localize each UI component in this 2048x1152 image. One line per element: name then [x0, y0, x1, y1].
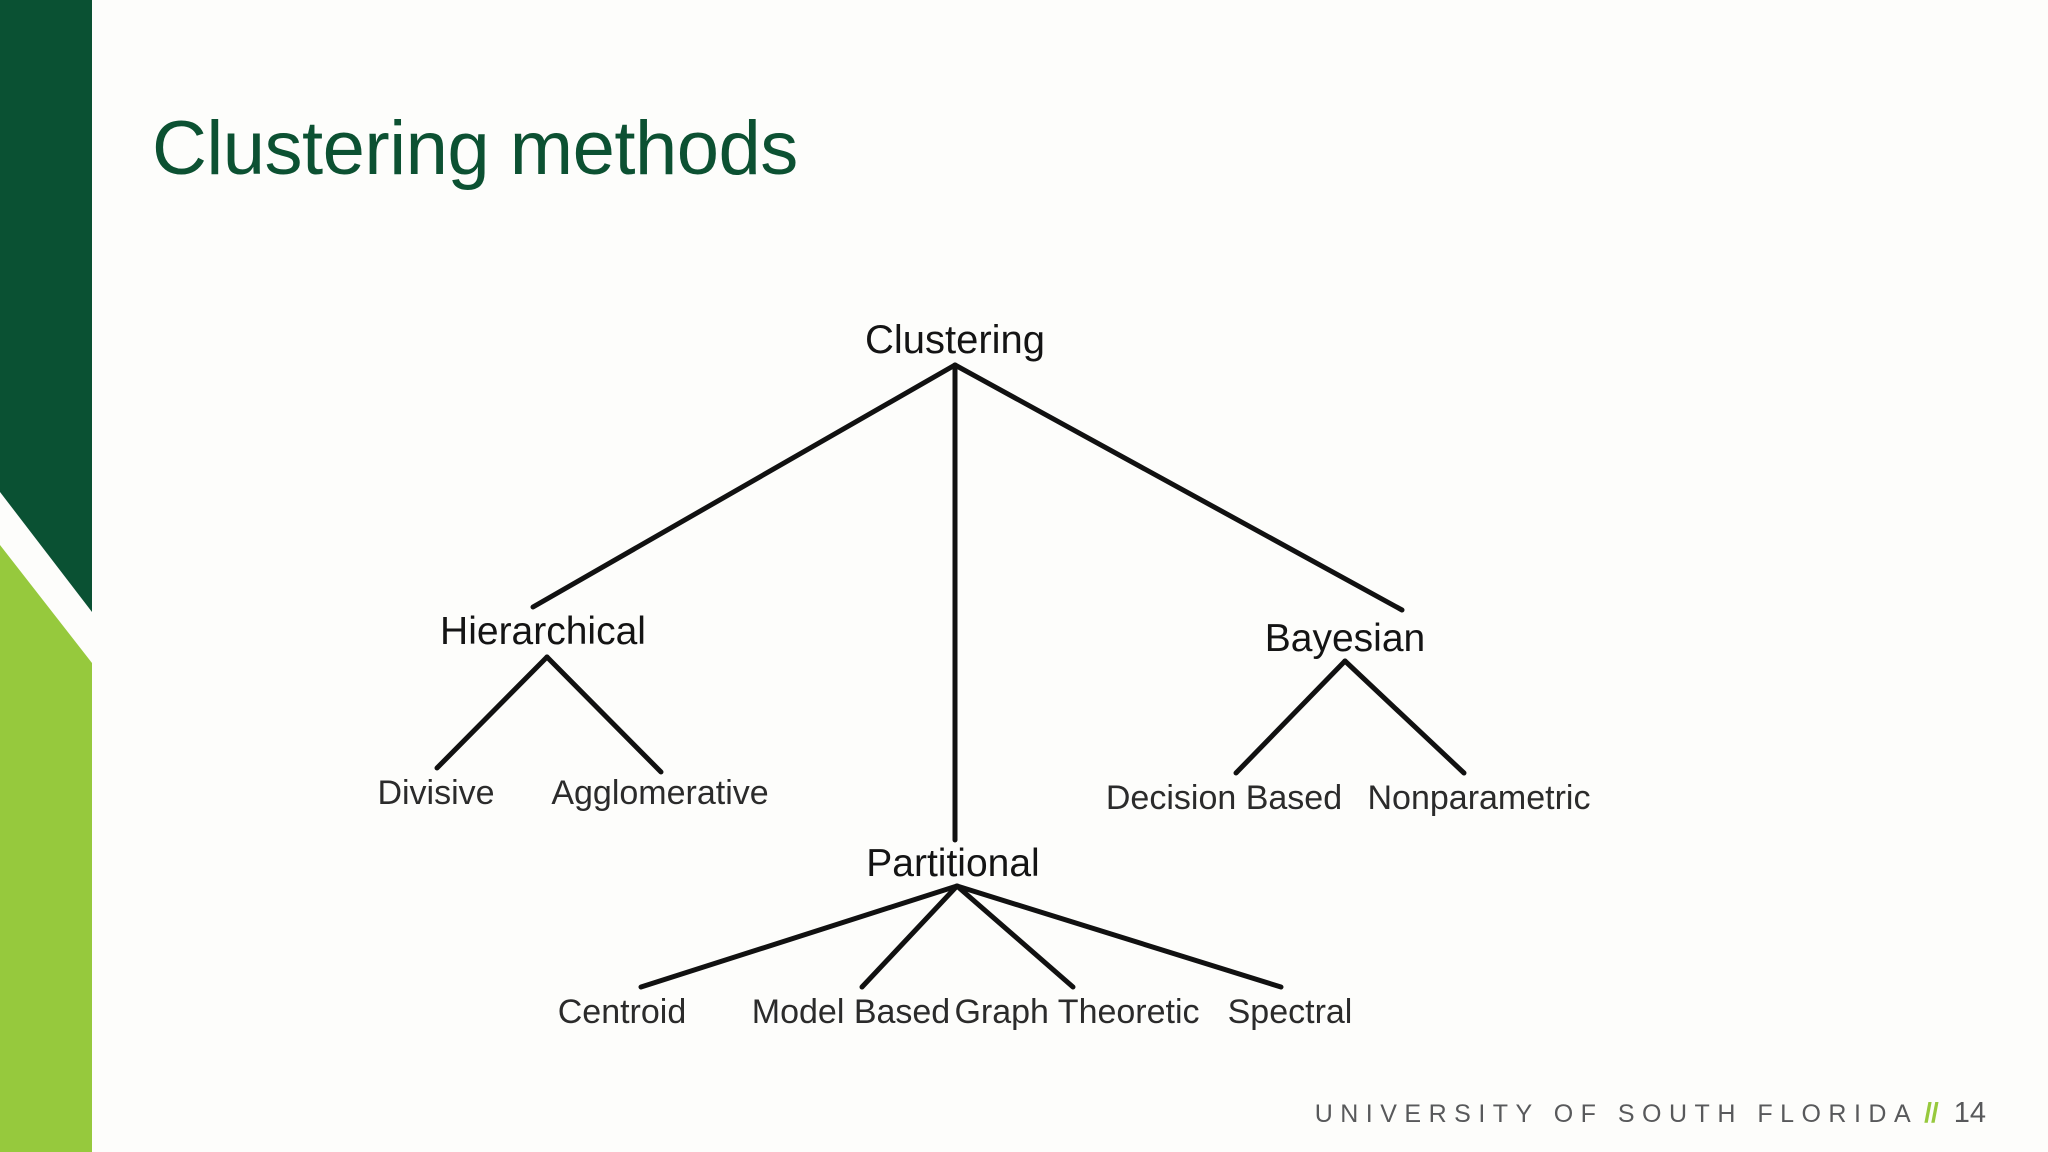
- edge-clustering-hierarchical: [530, 362, 958, 610]
- edge-partitional-spectral: [954, 883, 1284, 990]
- node-divisive: Divisive: [377, 774, 495, 812]
- edge-partitional-model-based: [859, 883, 960, 990]
- node-bayesian: Bayesian: [1264, 617, 1426, 660]
- node-graph-theoretic: Graph Theoretic: [954, 993, 1200, 1031]
- footer-separator: //: [1924, 1097, 1939, 1128]
- node-hierarchical: Hierarchical: [440, 610, 646, 653]
- edge-hierarchical-divisive: [434, 654, 550, 771]
- slide-footer: UNIVERSITY OF SOUTH FLORIDA // 14: [1315, 1097, 1986, 1130]
- node-clustering: Clustering: [864, 318, 1046, 362]
- edge-bayesian-decision-based: [1233, 658, 1348, 776]
- edge-hierarchical-agglomerative: [544, 654, 664, 775]
- node-model-based: Model Based: [751, 993, 951, 1031]
- node-nonparametric: Nonparametric: [1367, 779, 1591, 817]
- footer-page-number: 14: [1953, 1097, 1986, 1129]
- node-centroid: Centroid: [557, 993, 687, 1031]
- node-agglomerative: Agglomerative: [551, 774, 769, 812]
- node-partitional: Partitional: [866, 842, 1040, 885]
- edge-bayesian-nonparametric: [1342, 658, 1467, 776]
- node-spectral: Spectral: [1227, 993, 1353, 1031]
- node-decision-based: Decision Based: [1105, 779, 1343, 817]
- edge-partitional-centroid: [638, 883, 960, 990]
- page-title: Clustering methods: [152, 106, 798, 191]
- edge-partitional-graph-theoretic: [954, 883, 1076, 990]
- edge-clustering-bayesian: [952, 362, 1405, 613]
- footer-school-name: UNIVERSITY OF SOUTH FLORIDA: [1314, 1100, 1919, 1128]
